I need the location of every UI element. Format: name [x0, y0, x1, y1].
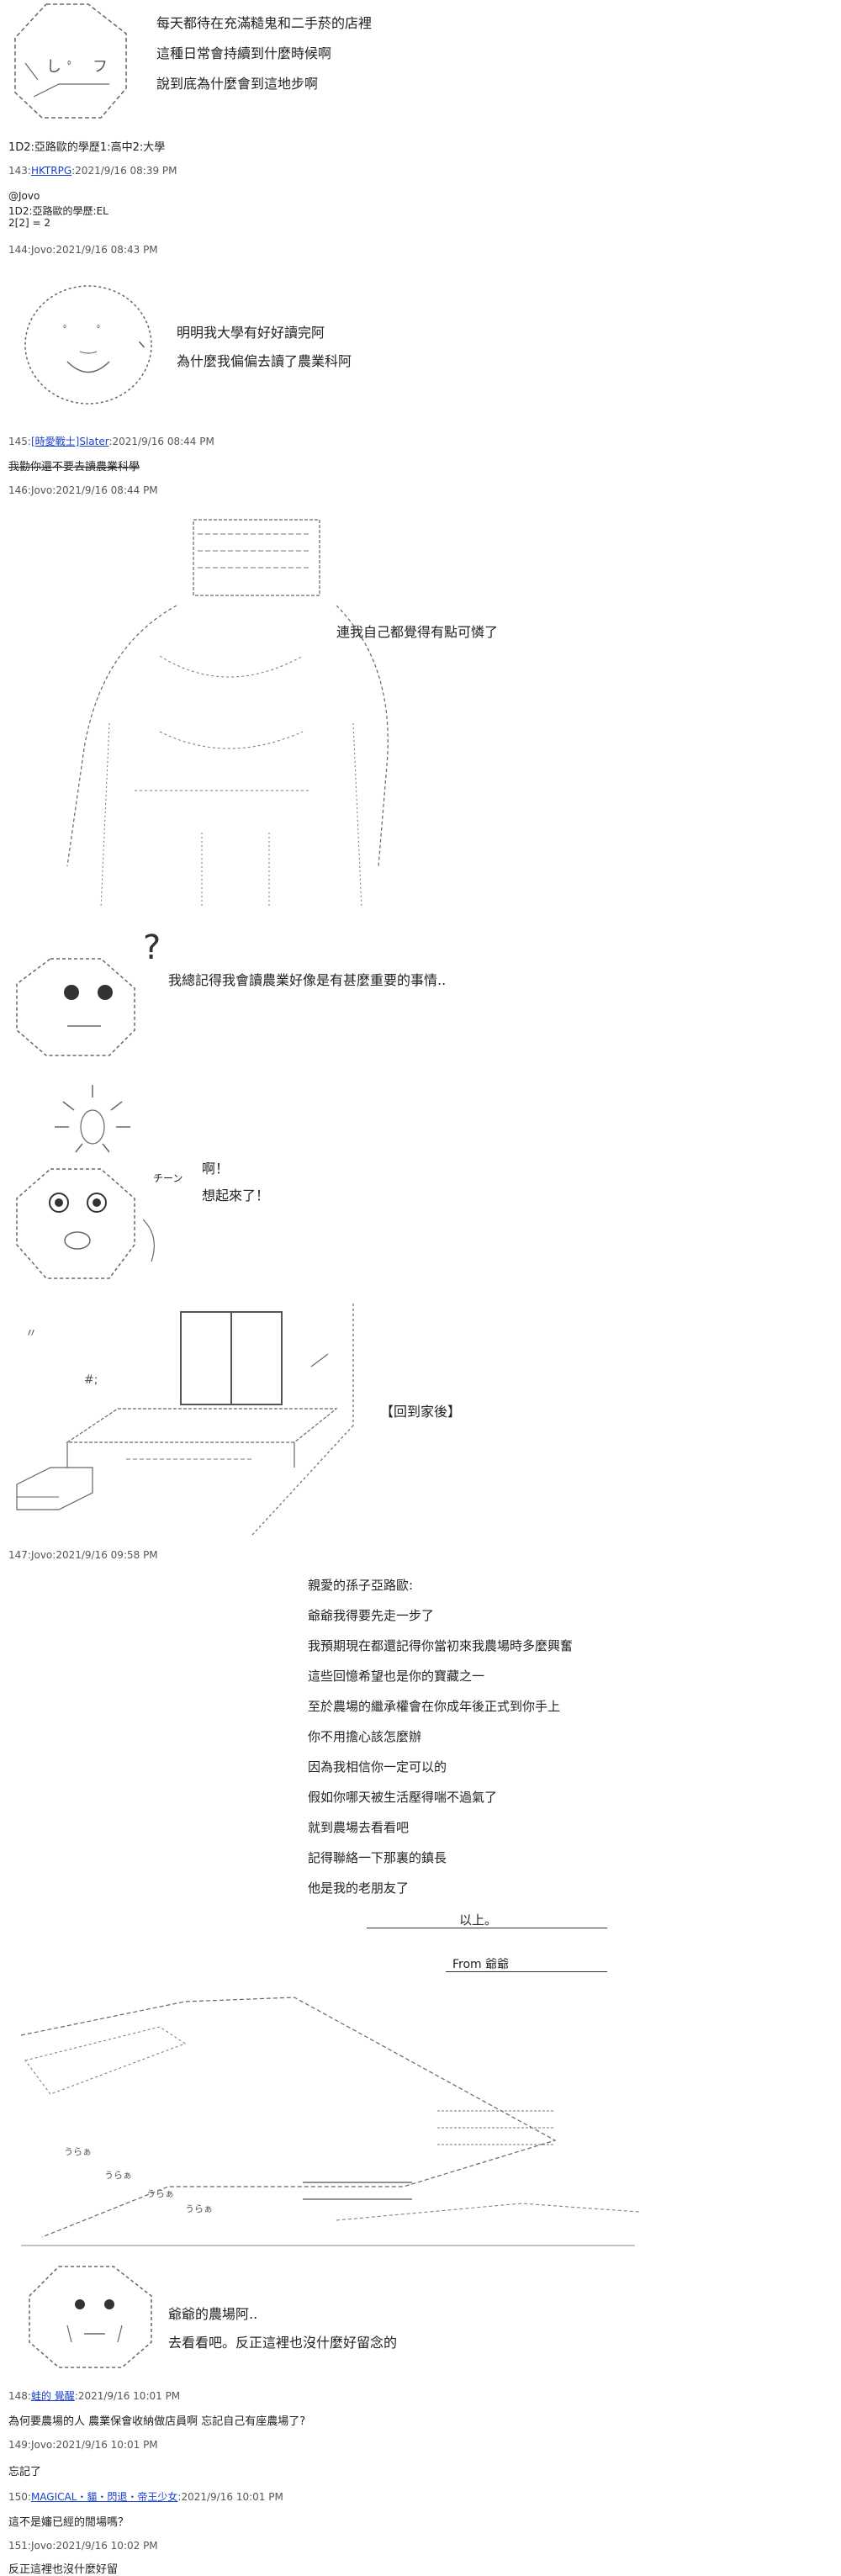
post-144-header: 144:Jovo:2021/9/16 08:43 PM — [8, 244, 158, 256]
letter-line-10: 記得聯絡一下那裏的鎮長 — [308, 1850, 447, 1865]
post-151-header: 151:Jovo:2021/9/16 10:02 PM — [8, 2540, 158, 2552]
aa-character-face-3: ? — [16, 928, 161, 1056]
svg-text:し: し — [46, 58, 61, 76]
letter-line-4: 這些回憶希望也是你的寶藏之一 — [308, 1669, 485, 1684]
letter-closing: 以上。 — [459, 1912, 498, 1928]
post-143-body-2: 1D2:亞路歐的學歷:EL — [8, 205, 108, 217]
poster-name: Jovo — [30, 1549, 53, 1561]
post-148-body: 為何要農場的人 農業保會收納做店員啊 忘記自己有座農場了? — [8, 2415, 306, 2428]
letter-line-1: 親愛的孫子亞路歐: — [308, 1578, 414, 1593]
letter-line-11: 他是我的老朋友了 — [308, 1880, 410, 1896]
post-143-body-1: @Jovo — [8, 190, 40, 202]
scene6-label: 【回到家後】 — [380, 1404, 462, 1420]
letter-line-3: 我預期現在都還記得你當初來我農場時多麼興奮 — [308, 1638, 574, 1653]
aa-lightbulb-icon — [55, 1085, 130, 1153]
poster-name-link[interactable]: 蛙的 覺醒 — [30, 2390, 75, 2402]
aa-character-face-2: ﾟ ﾟ ヽ — [24, 285, 152, 405]
scene2-line-2: 為什麼我偏偏去讀了農業科阿 — [177, 353, 352, 369]
letter-line-5: 至於農場的繼承權會在你成年後正式到你手上 — [308, 1699, 561, 1714]
letter-from-underline — [446, 1971, 607, 1972]
poster-name: Jovo — [30, 484, 53, 496]
letter-from: From 爺爺 — [452, 1958, 510, 1971]
scene1-line-3: 說到底為什麼會到這地步啊 — [156, 76, 319, 92]
post-date: 2021/9/16 09:58 PM — [56, 1549, 158, 1561]
post-146-header: 146:Jovo:2021/9/16 08:44 PM — [8, 484, 158, 496]
poster-name-link[interactable]: [時愛戰士]Slater — [30, 436, 109, 447]
post-date: 2021/9/16 08:39 PM — [75, 165, 177, 177]
letter-line-7: 因為我相信你一定可以的 — [308, 1759, 447, 1775]
poster-name: Jovo — [30, 244, 53, 256]
post-148-header: 148:蛙的 覺醒:2021/9/16 10:01 PM — [8, 2390, 181, 2402]
scene5-line-2: 想起來了！ — [202, 1187, 270, 1203]
post-150-body: 這不是嬸已經的閒場嗎？ — [8, 2516, 130, 2529]
scene7-sfx-1: うらぁ — [64, 2146, 92, 2157]
letter-line-6: 你不用擔心該怎麼辦 — [308, 1729, 422, 1744]
poster-name-link[interactable]: HKTRPG — [30, 165, 72, 177]
post-date: 2021/9/16 08:44 PM — [56, 484, 158, 496]
aa-character-face-4 — [16, 1168, 155, 1279]
scene5-line-1: 啊！ — [202, 1161, 230, 1177]
post-number: 148: — [8, 2390, 31, 2402]
scene8-line-2: 去看看吧。反正這裡也沒什麼好留念的 — [168, 2335, 398, 2351]
post-date: 2021/9/16 08:43 PM — [56, 244, 158, 256]
scene3-line: 連我自己都覺得有點可憐了 — [336, 624, 499, 640]
post-date: 2021/9/16 10:02 PM — [56, 2540, 158, 2552]
scene4-line: 我總記得我會讀農業好像是有甚麼重要的事情.. — [168, 972, 447, 988]
post-150-header: 150:MAGICAL・貓・閃退・帝王少女:2021/9/16 10:01 PM — [8, 2491, 283, 2503]
post-143-body-3: 2[2] = 2 — [8, 217, 50, 229]
svg-text:ﾟ: ﾟ — [67, 61, 75, 78]
post-142-body: 1D2:亞路歐的學歷1:高中2:大學 — [8, 141, 166, 154]
svg-text:#;: #; — [84, 1373, 98, 1387]
svg-text:ﾟ: ﾟ — [63, 324, 70, 340]
post-number: 145: — [8, 436, 31, 447]
aa-muscular-figure — [66, 519, 389, 909]
scene8-line-1: 爺爺的農場阿.. — [168, 2306, 258, 2322]
post-145-header: 145:[時愛戰士]Slater:2021/9/16 08:44 PM — [8, 436, 214, 447]
post-number: 144: — [8, 244, 31, 256]
scene5-sfx: チーン — [153, 1172, 183, 1184]
post-151-body: 反正這裡也沒什麼好留 — [8, 2563, 119, 2576]
svg-text:フ: フ — [93, 58, 108, 76]
svg-text:ヽ: ヽ — [135, 336, 148, 352]
post-149-header: 149:Jovo:2021/9/16 10:01 PM — [8, 2439, 158, 2451]
post-149-body: 忘記了 — [8, 2466, 42, 2478]
scene1-line-1: 每天都待在充滿糙鬼和二手菸的店裡 — [156, 15, 373, 31]
aa-room-interior: 〃 #; — [16, 1304, 354, 1536]
poster-name: Jovo — [30, 2540, 53, 2552]
poster-name: Jovo — [30, 2439, 53, 2451]
post-date: 2021/9/16 10:01 PM — [56, 2439, 158, 2451]
scene7-sfx-2: うらぁ — [104, 2170, 132, 2181]
letter-line-2: 爺爺我得要先走一步了 — [308, 1608, 435, 1623]
svg-text:ﾟ: ﾟ — [97, 324, 103, 340]
post-number: 146: — [8, 484, 31, 496]
letter-line-8: 假如你哪天被生活壓得喘不過氣了 — [308, 1790, 498, 1805]
post-number: 149: — [8, 2439, 31, 2451]
scene1-line-2: 這種日常會持續到什麼時候啊 — [156, 45, 332, 61]
post-147-header: 147:Jovo:2021/9/16 09:58 PM — [8, 1549, 158, 1561]
aa-character-face-5 — [29, 2266, 152, 2368]
poster-name-link[interactable]: MAGICAL・貓・閃退・帝王少女 — [30, 2491, 178, 2503]
scene7-sfx-3: うらぁ — [146, 2188, 174, 2199]
post-143-header: 143:HKTRPG:2021/9/16 08:39 PM — [8, 165, 177, 177]
post-145-body: 我勸你還不要去讀農業科學 — [8, 461, 140, 473]
svg-text:〃: 〃 — [25, 1327, 37, 1341]
question-mark: ? — [143, 928, 161, 967]
post-date: 2021/9/16 10:01 PM — [181, 2491, 283, 2503]
scene7-sfx-4: うらぁ — [185, 2203, 213, 2214]
post-number: 150: — [8, 2491, 31, 2503]
letter-line-9: 就到農場去看看吧 — [308, 1820, 410, 1835]
aa-character-face-1: し ﾟ フ — [14, 3, 127, 119]
post-date: 2021/9/16 10:01 PM — [77, 2390, 181, 2402]
aa-scattered-papers — [20, 1997, 640, 2246]
scene2-line-1: 明明我大學有好好讀完阿 — [177, 325, 325, 341]
post-date: 2021/9/16 08:44 PM — [112, 436, 214, 447]
post-number: 143: — [8, 165, 31, 177]
post-number: 147: — [8, 1549, 31, 1561]
post-number: 151: — [8, 2540, 31, 2552]
